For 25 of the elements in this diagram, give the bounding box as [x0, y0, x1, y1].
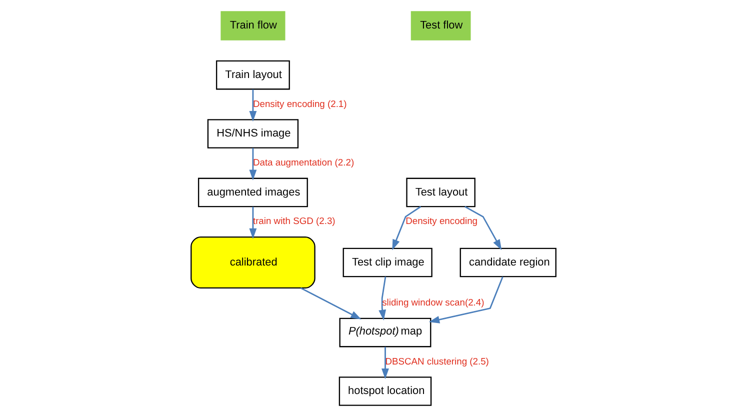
node-box: augmented images [197, 178, 308, 208]
arrow [392, 206, 421, 250]
arrow [464, 206, 502, 250]
node-box: Test clip image [342, 248, 432, 278]
arrow [300, 287, 361, 320]
node-box: Train flow [220, 11, 285, 40]
node-box: HS/NHS image [206, 119, 298, 148]
node-box: candidate region [459, 248, 556, 278]
edge-label: Data augmentation (2.2) [252, 156, 354, 168]
arrow [428, 276, 503, 324]
arrow [248, 89, 256, 122]
edge-label: Density encoding (2.1) [252, 98, 346, 109]
edge-label: DBSCAN clustering (2.5) [384, 355, 488, 366]
arrow [378, 276, 386, 320]
edge-label: Density encoding [405, 215, 478, 226]
node-box: calibrated [190, 236, 315, 289]
node-box: Test layout [406, 178, 475, 208]
arrow [248, 148, 256, 180]
arrow [248, 206, 256, 239]
node-box: hotspot location [338, 376, 432, 406]
edge-label: sliding window scan(2.4) [382, 296, 484, 308]
node-box: Test flow [410, 11, 470, 40]
node-box: P(hotspot) map [338, 318, 431, 348]
node-box: Train layout [215, 60, 290, 90]
arrow [381, 346, 388, 380]
